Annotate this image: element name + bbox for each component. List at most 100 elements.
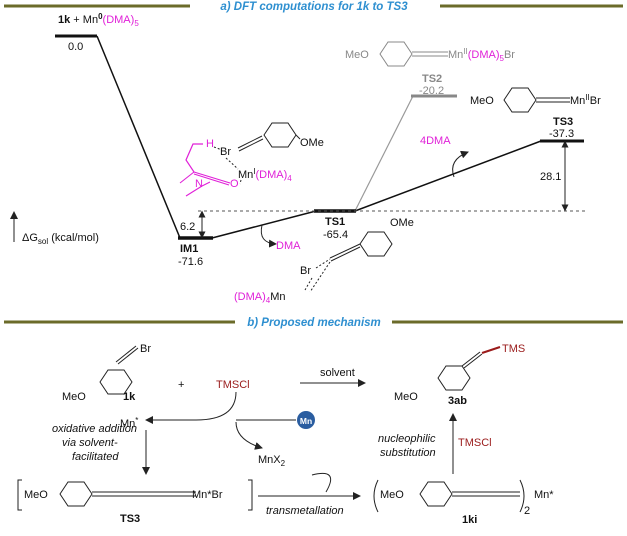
b-meo-ts3: MeO <box>24 489 48 501</box>
im1-ome: OMe <box>300 137 324 149</box>
b-mn-star: Mn* <box>120 416 138 430</box>
ts1-br: Br <box>300 265 311 277</box>
im1-structure: H Br N O MnI(DMA)4 OMe <box>179 122 324 197</box>
ts1-mn-text: Mn <box>270 291 285 303</box>
ts3-mn-text: Mn <box>570 95 585 107</box>
ts2-structure: MeO MnII(DMA)5Br <box>345 41 515 67</box>
b-mnx2: MnX2 <box>258 454 286 468</box>
im1-o: O <box>230 178 239 190</box>
b-nuc-2: substitution <box>380 447 436 459</box>
path-im1-ts1 <box>211 210 317 239</box>
gap-im1-ts1: 6.2 <box>180 221 195 233</box>
path-ts1-ts3 <box>354 140 542 212</box>
ts2-value: -20.2 <box>419 85 444 97</box>
im1-mn-text: Mn <box>238 169 253 181</box>
b-plus: + <box>178 379 184 391</box>
im1-dma-sub: 4 <box>287 174 292 183</box>
b-1k-label: 1k <box>123 391 136 403</box>
im1-mn-sup: I <box>253 167 255 176</box>
ts3-name: TS3 <box>553 116 573 128</box>
section-b-title: b) Proposed mechanism <box>247 317 381 329</box>
path-start-im1 <box>96 35 181 239</box>
ts2-mn-sup: II <box>463 47 467 56</box>
y-axis-label: ΔGsol (kcal/mol) <box>22 232 99 246</box>
b-meo-1ki: MeO <box>380 489 404 501</box>
ts3-br: Br <box>590 95 601 107</box>
mn-badge-text: Mn <box>300 416 312 426</box>
start-mid: + Mn <box>70 14 98 26</box>
ts2-dma: (DMA) <box>468 49 500 61</box>
ts3-mn: MnIIBr <box>570 93 601 107</box>
b-transmetal-curve <box>311 472 332 493</box>
im1-n: N <box>195 178 203 190</box>
gap-ts1-ts3: 28.1 <box>540 171 561 183</box>
ts3-mn-sup: II <box>585 93 589 102</box>
im1-h: H <box>206 138 214 150</box>
b-tmscl2: TMSCl <box>458 437 492 449</box>
ts2-dma-sub: 5 <box>500 54 505 63</box>
b-1ki-label: 1ki <box>462 514 477 526</box>
start-label: 1k + Mn0(DMA)5 <box>58 12 139 28</box>
b-to-mn-arrow <box>145 391 237 424</box>
ts2-br: Br <box>504 49 515 61</box>
compound-1ki: MeO 2 Mn* 1ki <box>373 479 554 526</box>
start-bold: 1k <box>58 14 71 26</box>
b-tms: TMS <box>502 343 525 355</box>
b-nuc-1: nucleophilic <box>378 433 436 445</box>
ts1-mn: (DMA)4Mn <box>234 291 286 305</box>
b-3ab-label: 3ab <box>448 395 467 407</box>
im1-br: Br <box>220 146 231 158</box>
b-ts3-structure: MeO Mn*Br TS3 <box>17 479 253 525</box>
b-transmetal: transmetallation <box>266 505 344 517</box>
im1-name: IM1 <box>180 243 198 255</box>
path-ts1-ts2 <box>354 95 414 212</box>
y-axis-unit: (kcal/mol) <box>48 232 99 244</box>
ts1-name: TS1 <box>325 216 345 228</box>
ts1-ome: OMe <box>390 217 414 229</box>
start-value: 0.0 <box>68 41 83 53</box>
ts3-structure: MeO MnIIBr <box>470 87 601 113</box>
mn-badge <box>297 411 315 429</box>
ts3-value: -37.3 <box>549 128 574 140</box>
ts1-dma-sub: 4 <box>266 296 271 305</box>
b-tmscl: TMSCl <box>216 379 250 391</box>
ts2-meo: MeO <box>345 49 369 61</box>
start-sub: 5 <box>134 19 139 28</box>
im1-dma: (DMA) <box>256 169 288 181</box>
b-1ki-sub: 2 <box>524 505 530 517</box>
b-ox-3: facilitated <box>72 451 119 463</box>
compound-3ab: TMS MeO 3ab <box>394 343 525 407</box>
b-mnx2-arrow <box>235 421 263 450</box>
b-br: Br <box>140 343 151 355</box>
four-dma-loss-arrow <box>452 150 469 178</box>
im1-mn: MnI(DMA)4 <box>238 167 292 183</box>
start-mag: (DMA) <box>103 14 135 26</box>
ts2-mn: MnII(DMA)5Br <box>448 47 515 63</box>
four-dma-label: 4DMA <box>420 135 451 147</box>
im1-value: -71.6 <box>178 256 203 268</box>
b-meo-3ab: MeO <box>394 391 418 403</box>
b-1ki-mn: Mn* <box>534 489 554 501</box>
dma-label: DMA <box>276 240 301 252</box>
ts1-structure: OMe Br (DMA)4Mn <box>234 217 414 305</box>
b-ox-1: oxidative addition <box>52 423 137 435</box>
b-mn-star-text: Mn <box>120 418 135 430</box>
ts3-meo: MeO <box>470 95 494 107</box>
y-axis-delta: ΔG <box>22 232 38 244</box>
b-mnx2-text: MnX <box>258 454 281 466</box>
section-a-title: a) DFT computations for 1k to TS3 <box>220 1 408 13</box>
compound-1k: Br MeO 1k <box>62 343 151 403</box>
ts2-mn-text: Mn <box>448 49 463 61</box>
b-ts3-label: TS3 <box>120 513 140 525</box>
b-solvent: solvent <box>320 367 355 379</box>
ts2-name: TS2 <box>422 73 442 85</box>
ts1-value: -65.4 <box>323 229 348 241</box>
b-mnx2-sub: 2 <box>281 459 286 468</box>
start-sup: 0 <box>98 12 103 21</box>
y-axis-sub: sol <box>38 237 48 246</box>
ts1-dma: (DMA) <box>234 291 266 303</box>
b-ts3-inner: Mn*Br <box>192 489 223 501</box>
b-meo-1k: MeO <box>62 391 86 403</box>
